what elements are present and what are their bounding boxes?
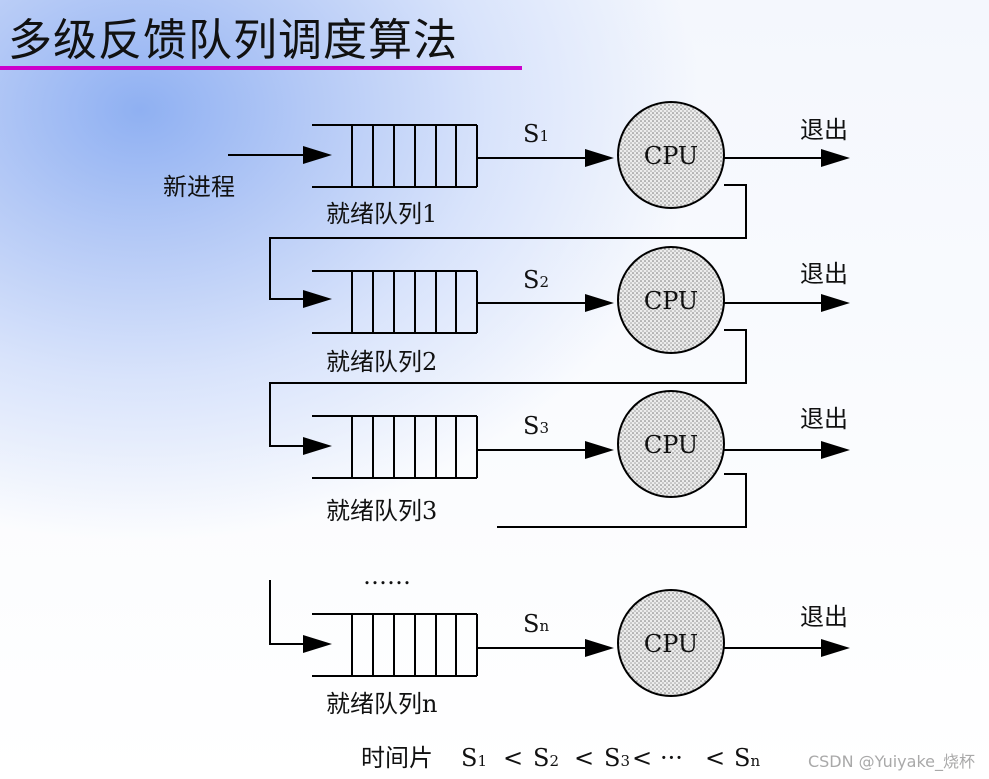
cpu-1 [617,101,725,209]
footer-lt-3: < [632,744,652,772]
feedback-path-3-onward [497,473,747,528]
queue-2-to-cpu-arrowhead [585,294,614,312]
footer-lt-2: < [574,744,594,772]
cpu-1-label: CPU [644,142,698,170]
queue-3-to-cpu-arrowhead [585,441,614,459]
queue-1-to-cpu-arrowhead [585,149,614,167]
footer-sn: Sn [734,744,760,772]
feedback-path-2-to-3 [269,329,747,447]
cpu-n [617,589,725,697]
queue-n-to-cpu-arrowhead [585,639,614,657]
exit-label-n: 退出 [800,603,848,631]
cpu-n-label: CPU [644,630,698,658]
footer-lt-1: < [503,744,523,772]
feedback-into-n-arrowhead [303,635,332,653]
time-slice-inequality: 时间片 S1 < S2 < S3 < ··· < Sn [361,744,760,772]
queue-row-3: S3 CPU 退出 就绪队列3 [312,390,850,525]
csdn-watermark: CSDN @Yuiyake_烧杯 [807,752,975,771]
feedback-1-to-2-arrowhead [303,290,332,308]
cpu-3-label: CPU [644,431,698,459]
time-slice-label-3: S3 [523,412,549,440]
footer-s3: S3 [604,744,630,772]
time-slice-label-1: S1 [523,120,549,148]
cpu-2-label: CPU [644,287,698,315]
exit-label-1: 退出 [800,116,848,144]
feedback-2-to-3-arrowhead [303,437,332,455]
time-slice-label-2: S2 [523,266,549,294]
ready-queue-n [312,613,478,677]
cpu-2-exit-arrowhead [821,294,850,312]
ready-queue-2 [312,270,478,334]
cpu-n-exit-arrowhead [821,639,850,657]
footer-lt-4: < [705,744,725,772]
ready-queue-2-label: 就绪队列2 [326,348,437,376]
ready-queue-n-label: 就绪队列n [326,690,437,718]
feedback-path-into-n [269,580,305,645]
cpu-1-exit-arrowhead [821,149,850,167]
new-process-arrowhead [303,146,332,164]
footer-s2: S2 [533,744,559,772]
time-slice-label-n: Sn [523,610,549,638]
more-queues-ellipsis: …… [363,562,411,590]
ready-queue-3-label: 就绪队列3 [326,497,437,525]
ready-queue-1 [312,124,478,188]
slide-title: 多级反馈队列调度算法 [8,15,458,66]
new-process-label: 新进程 [163,173,235,201]
cpu-3-exit-arrowhead [821,441,850,459]
exit-label-3: 退出 [800,405,848,433]
ready-queue-1-label: 就绪队列1 [326,200,437,228]
queue-row-1: S1 CPU 退出 就绪队列1 [312,101,850,228]
queue-row-n: Sn CPU 退出 就绪队列n [312,589,850,718]
queue-row-2: S2 CPU 退出 就绪队列2 [312,246,850,376]
cpu-3 [617,390,725,498]
ready-queue-3 [312,415,478,479]
feedback-path-1-to-2 [269,184,747,300]
footer-dots: ··· [660,744,683,772]
time-slice-prefix: 时间片 [361,744,433,772]
footer-s1: S1 [461,744,487,772]
title-underline [0,66,522,70]
cpu-2 [617,246,725,354]
exit-label-2: 退出 [800,260,848,288]
